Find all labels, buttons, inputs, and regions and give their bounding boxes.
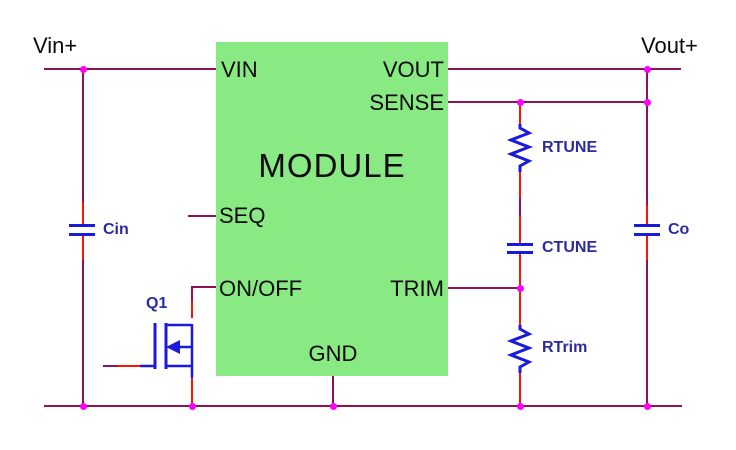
pin-vin-label: VIN	[221, 57, 258, 82]
vout-plus-terminal-label: Vout+	[641, 33, 698, 58]
cin-lead-top	[82, 202, 84, 227]
vin-plus-terminal-label: Vin+	[33, 33, 78, 58]
rail-right-upper	[646, 69, 648, 205]
q1-label: Q1	[146, 295, 168, 312]
co-capacitor-plate-top	[634, 224, 660, 227]
junction-vin-rail	[79, 65, 87, 73]
pin-gnd-label: GND	[308, 341, 358, 366]
onoff-wire-horizontal	[191, 286, 216, 288]
rtune-resistor	[506, 124, 534, 172]
rtrim-label: RTrim	[542, 339, 588, 356]
wire-seq-stub	[188, 215, 216, 217]
junction-sense-rail	[643, 98, 651, 106]
q1-drain-lead	[191, 301, 193, 318]
rtrim-resistor	[506, 325, 534, 373]
pin-sense-label: SENSE	[369, 90, 444, 115]
rtune-lead-top	[519, 102, 521, 124]
ctune-capacitor-plate-top	[507, 243, 533, 246]
cin-capacitor-plate-bottom	[69, 233, 95, 236]
tune-mid-wire	[519, 198, 521, 216]
junction-gnd-cin	[79, 402, 87, 410]
rtune-lead-bottom	[519, 172, 521, 198]
junction-gnd-rtrim	[516, 402, 524, 410]
wire-trim	[448, 287, 520, 289]
q1-gate-lead-red	[117, 365, 140, 367]
ctune-label: CTUNE	[542, 239, 598, 256]
q1-source-lead	[191, 378, 193, 405]
co-lead-bottom	[646, 236, 648, 260]
cin-capacitor-plate-top	[69, 224, 95, 227]
rail-left-upper	[82, 69, 84, 202]
ctune-lead-bottom	[519, 254, 521, 288]
co-label: Co	[668, 221, 690, 238]
junction-gnd-module	[329, 402, 337, 410]
rail-right-lower	[646, 260, 648, 406]
co-lead-top	[646, 205, 648, 227]
q1-drain-wire	[191, 286, 193, 301]
module-block	[216, 42, 448, 376]
cin-lead-bottom	[82, 236, 84, 260]
pin-vout-label: VOUT	[382, 57, 444, 82]
q1-gate-lead	[103, 365, 117, 367]
wire-sense	[448, 101, 648, 103]
q1-mosfet	[140, 323, 194, 378]
pin-seq-label: SEQ	[219, 203, 266, 228]
junction-gnd-q1	[188, 402, 196, 410]
rtrim-lead-bottom	[519, 373, 521, 406]
pin-trim-label: TRIM	[390, 276, 444, 301]
gnd-wire	[332, 376, 334, 406]
junction-gnd-co	[643, 402, 651, 410]
ctune-capacitor-plate-bottom	[507, 251, 533, 254]
pin-onoff-label: ON/OFF	[219, 276, 303, 301]
cin-label: Cin	[103, 221, 129, 238]
junction-sense-rtune	[516, 98, 524, 106]
module-title: MODULE	[258, 147, 406, 184]
ctune-lead-top	[519, 216, 521, 244]
rtrim-lead-top	[519, 288, 521, 325]
wire-vout	[448, 68, 681, 70]
rail-left-lower	[82, 260, 84, 406]
wire-ground-rail	[44, 405, 682, 407]
rtune-label: RTUNE	[542, 139, 598, 156]
wire-vin	[44, 68, 216, 70]
junction-vout-rail	[643, 65, 651, 73]
co-capacitor-plate-bottom	[634, 233, 660, 236]
junction-trim-node	[516, 284, 524, 292]
